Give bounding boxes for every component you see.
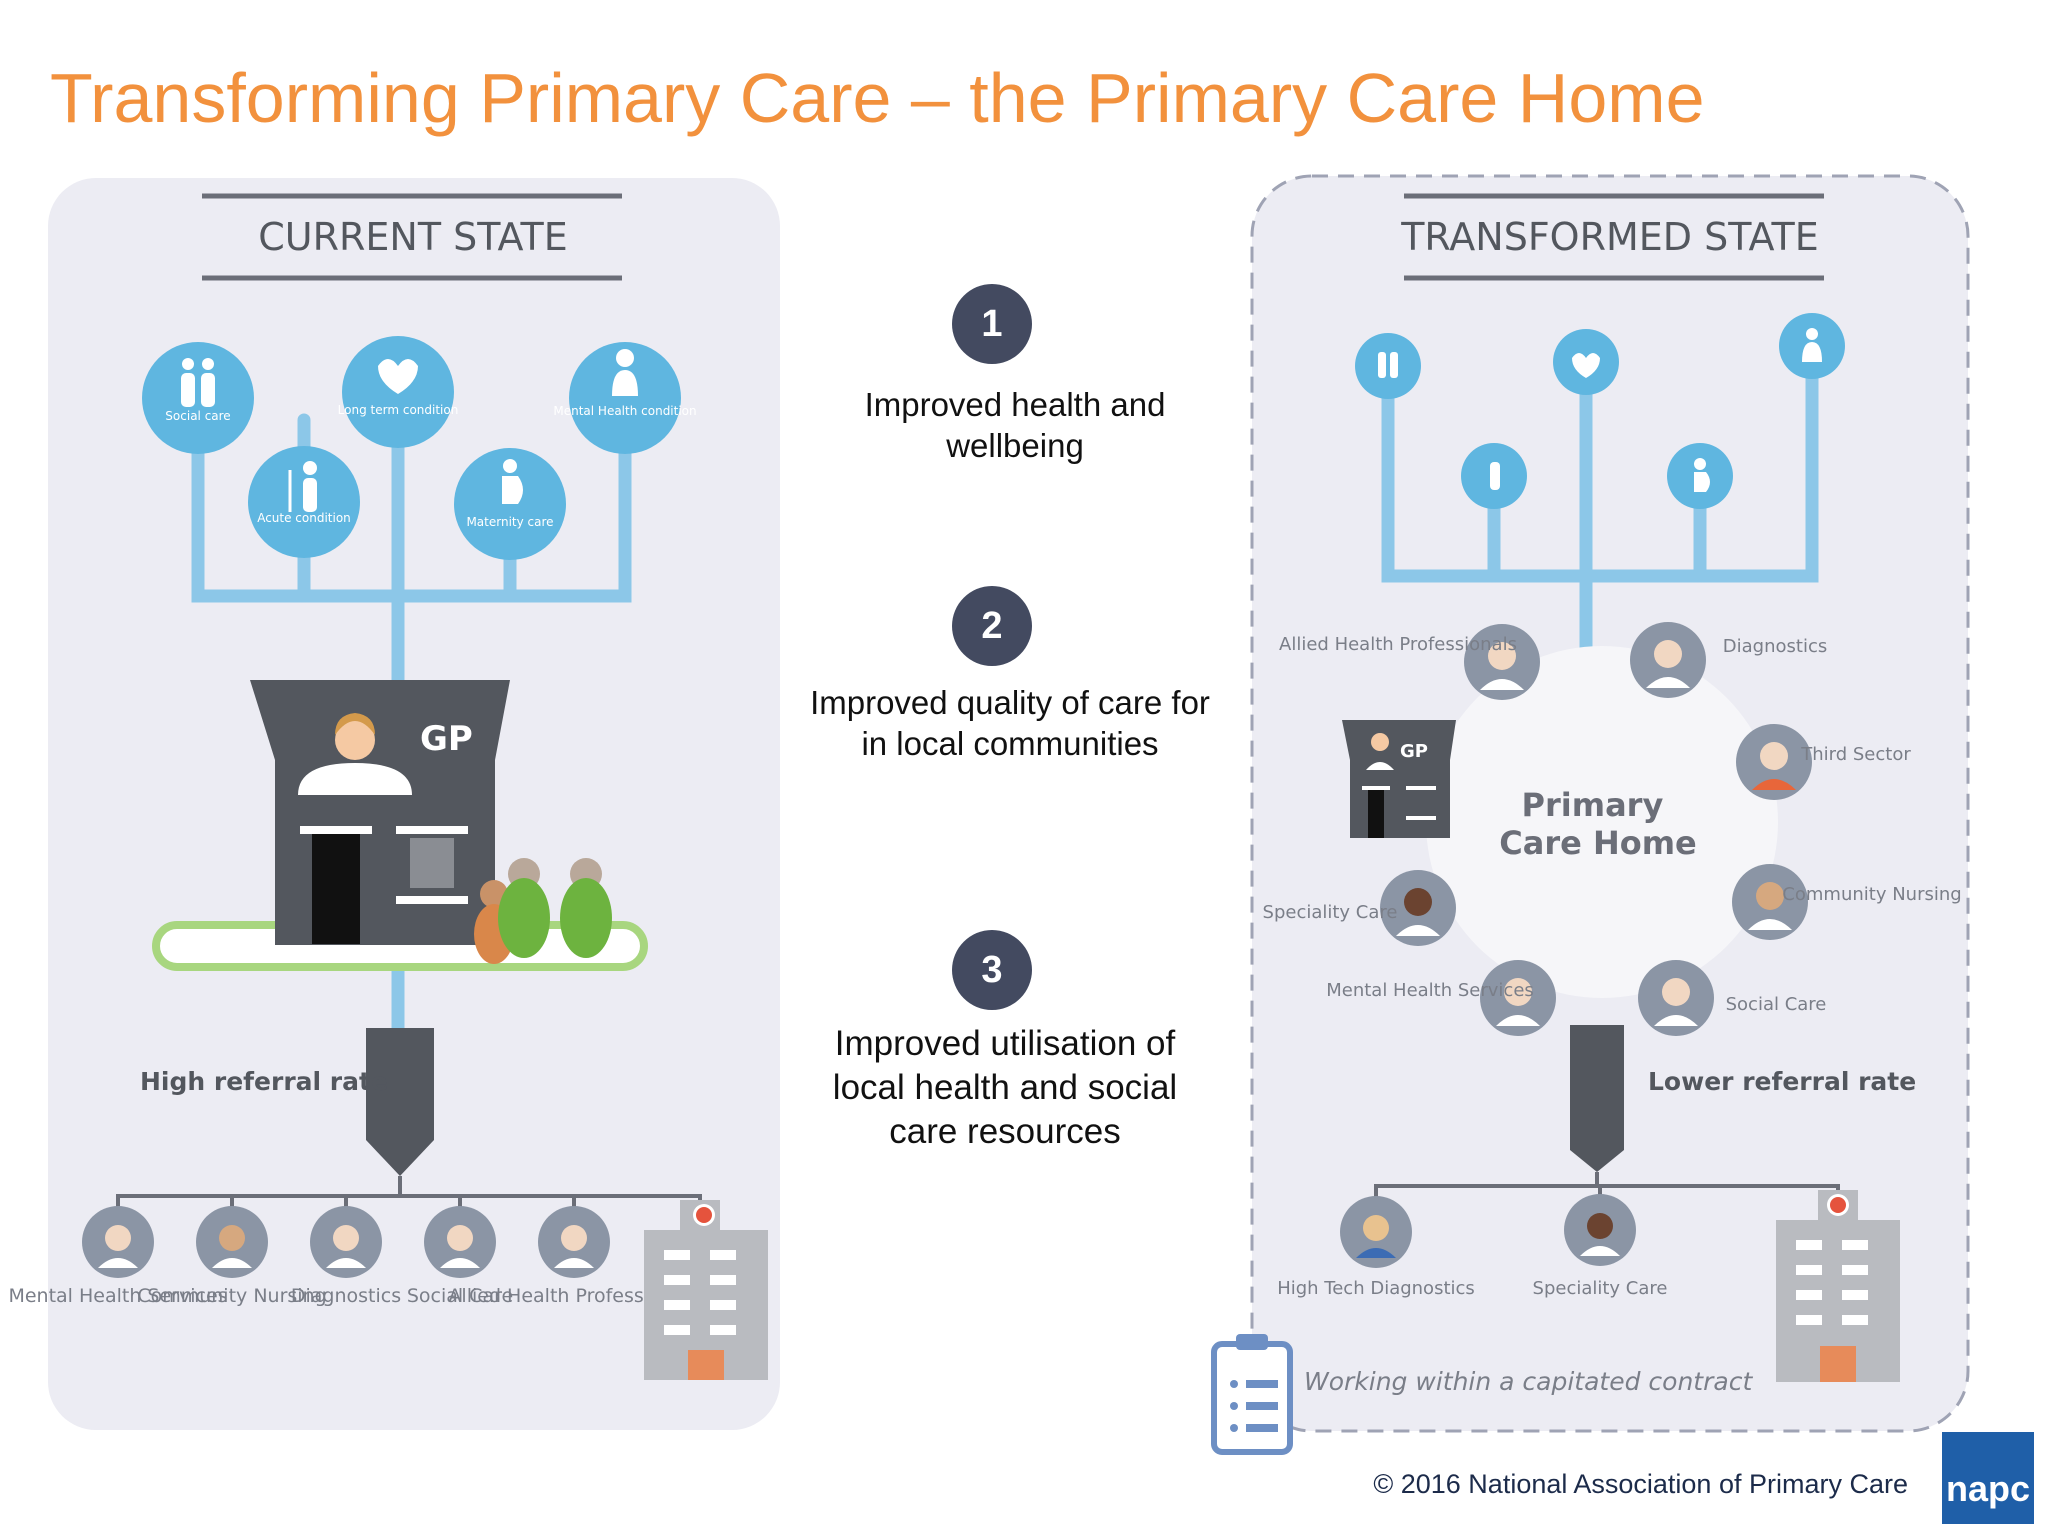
current-service-label-0: Mental Health Services (8, 1285, 227, 1307)
transformed-need-icons (1355, 313, 1845, 509)
need-label-social-care: Social care (165, 409, 230, 423)
benefit-number-2: 2 (952, 586, 1032, 666)
current-service-label-2: Diagnostics (291, 1285, 401, 1307)
transformed-service-label-0: High Tech Diagnostics (1277, 1278, 1475, 1299)
current-service-label-4: Allied Health Professionals (448, 1285, 699, 1307)
ring-social-care: Social Care (1638, 960, 1826, 1036)
need-acute-condition: Acute condition (248, 446, 360, 558)
transformed-state-panel: TRANSFORMED STATE Primary Care Home (1211, 174, 1970, 1455)
ring-label-5: Mental Health Services (1326, 980, 1534, 1001)
transformed-referral-label: Lower referral rate (1648, 1067, 1916, 1096)
primary-care-home-hub: Primary Care Home (1426, 646, 1778, 998)
ring-label-6: Speciality Care (1263, 902, 1398, 923)
ring-label-0: Allied Health Professionals (1279, 634, 1517, 655)
current-service-social-care: Social Care (407, 1206, 513, 1307)
current-hospital-icon (644, 1200, 768, 1380)
ring-diagnostics: Diagnostics (1630, 622, 1827, 698)
hub-label-line1: Primary (1522, 786, 1664, 824)
transformed-service-high-tech: High Tech Diagnostics (1277, 1196, 1475, 1299)
current-service-diagnostics: Diagnostics (291, 1206, 401, 1307)
ring-label-4: Social Care (1726, 994, 1827, 1015)
need-label-acute: Acute condition (257, 511, 351, 525)
ring-label-2: Third Sector (1800, 744, 1911, 765)
transformed-hospital-icon (1776, 1190, 1900, 1382)
transformed-service-speciality-care: Speciality Care (1533, 1194, 1668, 1299)
benefit-text-2: Improved quality of care for in local co… (810, 684, 1210, 762)
current-service-community-nursing: Community Nursing (137, 1206, 327, 1307)
transformed-gp-label: GP (1400, 741, 1428, 762)
need-long-term-condition: Long term condition (338, 336, 459, 448)
ring-third-sector: Third Sector (1736, 724, 1911, 800)
need-label-mental-health: Mental Health condition (553, 404, 696, 418)
current-gp-building: GP (152, 680, 648, 971)
benefit-text-3: Improved utilisation of local health and… (832, 1024, 1178, 1151)
current-service-mental-health: Mental Health Services (8, 1206, 228, 1307)
current-state-heading: CURRENT STATE (258, 215, 568, 259)
ring-allied-health: Allied Health Professionals (1279, 624, 1540, 700)
current-referral-funnel (366, 1028, 434, 1176)
ring-label-1: Diagnostics (1723, 636, 1827, 657)
contract-label: Working within a capitated contract (1304, 1367, 1753, 1396)
current-gp-label: GP (420, 719, 473, 759)
clipboard-icon (1211, 1334, 1293, 1455)
current-state-panel: CURRENT STATE Social care Long term cond… (8, 178, 780, 1430)
copyright-text: © 2016 National Association of Primary C… (1373, 1469, 1908, 1499)
current-service-label-1: Community Nursing (137, 1285, 326, 1307)
ring-label-3: Community Nursing (1782, 884, 1961, 905)
need-mental-health-condition: Mental Health condition (553, 342, 697, 454)
benefit-number-3: 3 (952, 930, 1032, 1010)
benefit-text-1: Improved health and wellbeing (864, 386, 1166, 464)
need-label-long-term: Long term condition (338, 403, 459, 417)
ring-speciality-care: Speciality Care (1263, 870, 1456, 946)
hub-label: Primary Care Home (1499, 786, 1697, 862)
ring-community-nursing: Community Nursing (1732, 864, 1962, 940)
benefit-number-1: 1 (952, 284, 1032, 364)
current-referral-label: High referral rate (140, 1067, 388, 1096)
transformed-service-label-1: Speciality Care (1533, 1278, 1668, 1299)
transformed-gp-building: GP (1342, 720, 1456, 838)
page-title: Transforming Primary Care – the Primary … (50, 59, 1705, 137)
current-service-label-3: Social Care (407, 1285, 513, 1307)
napc-logo: napc (1942, 1432, 2034, 1524)
transformed-referral-funnel (1570, 1025, 1624, 1172)
hub-label-line2: Care Home (1499, 824, 1697, 862)
need-social-care: Social care (142, 342, 254, 454)
need-maternity-care: Maternity care (454, 448, 566, 560)
ring-mental-health: Mental Health Services (1326, 960, 1556, 1036)
need-label-maternity: Maternity care (466, 515, 553, 529)
transformed-state-heading: TRANSFORMED STATE (1400, 215, 1819, 259)
current-service-allied-health: Allied Health Professionals (448, 1206, 700, 1307)
